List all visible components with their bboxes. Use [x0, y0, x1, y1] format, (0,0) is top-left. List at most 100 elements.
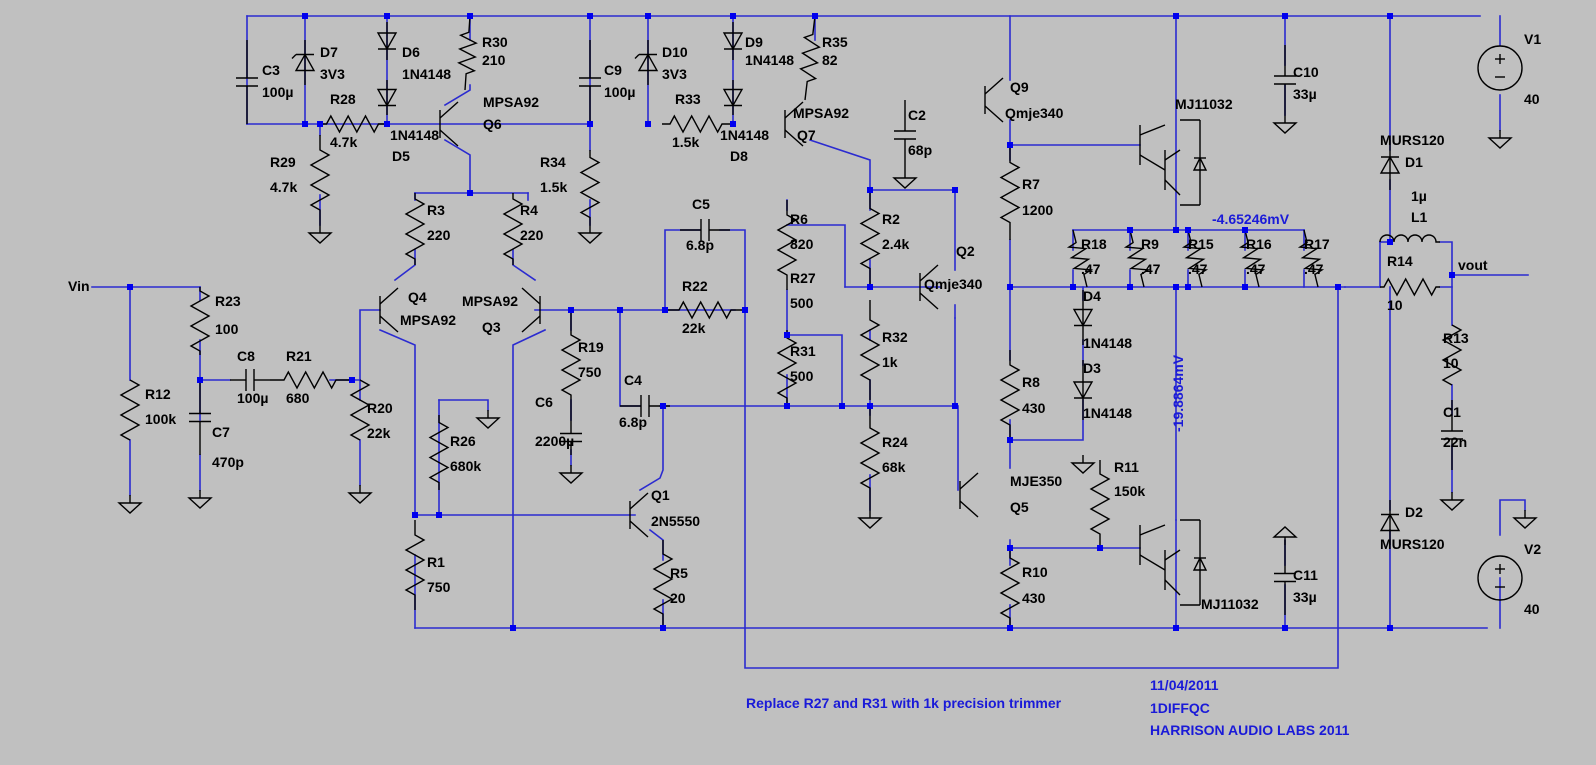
- r10-value: 430: [1022, 590, 1046, 606]
- r10-ref: R10: [1022, 564, 1048, 580]
- probe-top-readout: -4.65246mV: [1212, 211, 1290, 227]
- junction-dot: [1173, 625, 1179, 631]
- junction-dot: [662, 307, 668, 313]
- wire: [512, 328, 547, 629]
- r23-value: 100: [215, 321, 239, 337]
- ground-symbol: [187, 490, 213, 509]
- mj11032-bottom-label: MJ11032: [1201, 596, 1259, 612]
- q6-ref: Q6: [483, 116, 502, 132]
- r8-ref: R8: [1022, 374, 1040, 390]
- c4-capacitor: [620, 395, 670, 417]
- q5-value: MJE350: [1010, 473, 1062, 489]
- junction-dot: [587, 121, 593, 127]
- q4-transistor: [379, 287, 399, 333]
- junction-dot: [1070, 284, 1076, 290]
- q4-value: MPSA92: [400, 312, 456, 328]
- r5-value: 20: [670, 590, 686, 606]
- d5-diode: [376, 80, 398, 115]
- ground-symbol: [577, 225, 603, 244]
- ground-symbol: [1512, 510, 1538, 529]
- c6-value: 2200µ: [535, 433, 574, 449]
- junction-dot: [1387, 625, 1393, 631]
- wire: [378, 328, 416, 516]
- r26-resistor: [428, 415, 450, 490]
- mj11032-top-transistor: [1139, 119, 1208, 206]
- ground-symbol: [1070, 455, 1096, 474]
- r32-resistor: [859, 300, 881, 400]
- junction-dot: [784, 403, 790, 409]
- r17-resistor: [1297, 229, 1325, 288]
- r6-r27-resistor-string: [776, 200, 798, 290]
- junction-dot: [730, 13, 736, 19]
- q5-ref: Q5: [1010, 499, 1029, 515]
- r33-resistor: [662, 114, 730, 134]
- d4-ref: D4: [1083, 288, 1101, 304]
- r15-ref: R15: [1188, 236, 1214, 252]
- d7-value: 3V3: [320, 66, 345, 82]
- r19-ref: R19: [578, 339, 604, 355]
- junction-dot: [349, 377, 355, 383]
- junction-dot: [568, 307, 574, 313]
- junction-dot: [742, 307, 748, 313]
- c8-ref: C8: [237, 348, 255, 364]
- r29-value: 4.7k: [270, 179, 297, 195]
- r16-ref: R16: [1246, 236, 1272, 252]
- r19-value: 750: [578, 364, 602, 380]
- wire: [638, 405, 664, 492]
- d1-ref: D1: [1405, 154, 1423, 170]
- mj11032-top-label: MJ11032: [1175, 96, 1233, 112]
- r29-resistor: [309, 135, 331, 225]
- r33-value: 1.5k: [672, 134, 699, 150]
- r27-ref: R27: [790, 270, 816, 286]
- r17-ref: R17: [1304, 236, 1330, 252]
- junction-dot: [302, 13, 308, 19]
- r35-resistor: [799, 15, 821, 101]
- r7-ref: R7: [1022, 176, 1040, 192]
- r2-ref: R2: [882, 211, 900, 227]
- wire: [359, 309, 381, 381]
- r3-resistor: [404, 193, 426, 265]
- junction-dot: [510, 625, 516, 631]
- wire: [719, 229, 746, 311]
- c11-ref: C11: [1293, 567, 1318, 583]
- q4-ref: Q4: [408, 289, 427, 305]
- junction-dot: [1127, 227, 1133, 233]
- v2-ref: V2: [1524, 541, 1541, 557]
- junction-dot: [1185, 284, 1191, 290]
- r12-value: 100k: [145, 411, 176, 427]
- r16-resistor: [1238, 229, 1266, 288]
- c11-capacitor: [1274, 540, 1296, 615]
- l1-inductor: [1379, 234, 1440, 243]
- r18-ref: R18: [1081, 236, 1107, 252]
- r6-ref: R6: [790, 211, 808, 227]
- d8-diode: [722, 80, 744, 115]
- wire: [786, 224, 846, 288]
- c7-ref: C7: [212, 424, 230, 440]
- ground-symbol: [1487, 130, 1513, 149]
- junction-dot: [467, 190, 473, 196]
- ground-symbol: [347, 485, 373, 504]
- r28-value: 4.7k: [330, 134, 357, 150]
- c2-capacitor: [894, 100, 916, 170]
- r32-value: 1k: [882, 354, 898, 370]
- c8-capacitor: [230, 369, 270, 391]
- junction-dot: [812, 13, 818, 19]
- r17-value: .47: [1304, 261, 1324, 277]
- d6-diode: [376, 22, 398, 60]
- c8-value: 100µ: [237, 390, 268, 406]
- wire: [1009, 539, 1141, 549]
- junction-dot: [1097, 545, 1103, 551]
- d10-ref: D10: [662, 44, 688, 60]
- vout-net-label: vout: [1458, 257, 1488, 273]
- c3-value: 100µ: [262, 84, 293, 100]
- junction-dot: [839, 403, 845, 409]
- wire: [808, 138, 871, 191]
- r31-value: 500: [790, 368, 814, 384]
- d5-value: 1N4148: [390, 127, 439, 143]
- junction-dot: [197, 377, 203, 383]
- junction-dot: [587, 13, 593, 19]
- components: [117, 15, 1538, 628]
- r9-resistor: [1123, 229, 1151, 288]
- r29-ref: R29: [270, 154, 296, 170]
- q9-transistor: [984, 77, 1004, 123]
